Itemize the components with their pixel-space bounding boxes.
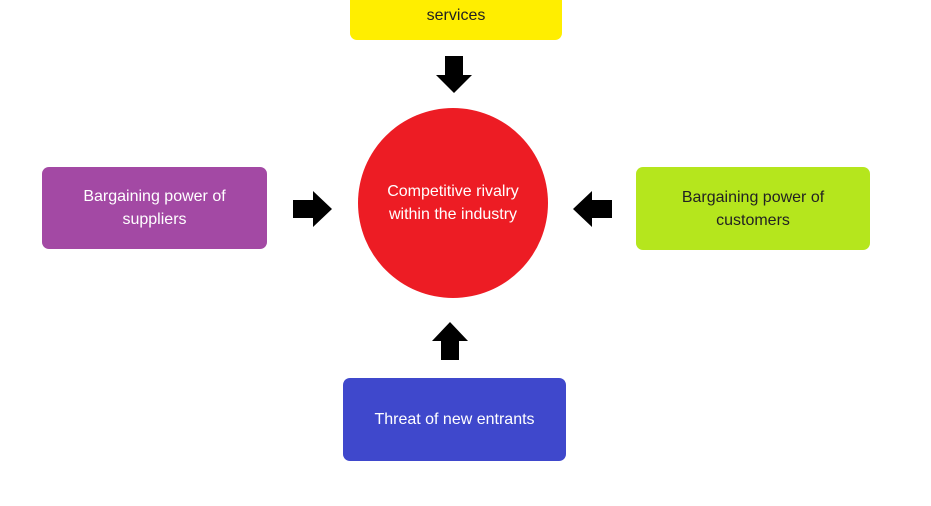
force-label-customers: Bargaining power of customers [681,188,825,229]
arrow-up-icon [432,322,468,360]
force-box-new-entrants: Threat of new entrants [343,378,566,461]
arrow-down-icon [436,56,472,93]
force-label-substitutes: services [426,7,486,24]
force-box-suppliers: Bargaining power of suppliers [42,167,267,249]
force-label-suppliers: Bargaining power of suppliers [83,188,226,228]
arrow-right-icon [293,191,332,227]
center-label: Competitive rivalry within the industry [387,183,519,223]
force-box-substitutes: services [350,0,562,40]
center-circle-rivalry: Competitive rivalry within the industry [358,108,548,298]
force-box-customers: Bargaining power of customers [636,167,870,250]
force-label-new-entrants: Threat of new entrants [374,411,535,428]
arrow-left-icon [573,191,612,227]
